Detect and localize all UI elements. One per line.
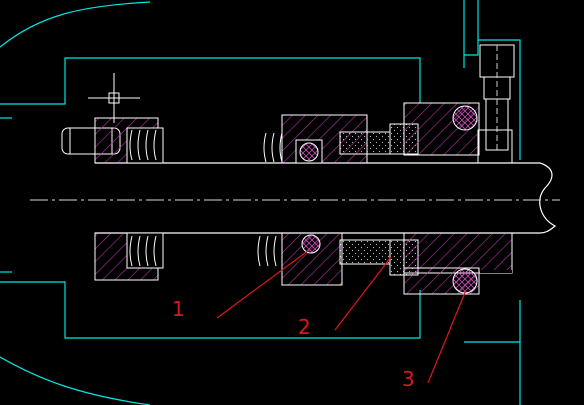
o-ring-shaft-bottom — [301, 234, 321, 254]
spring-retainer-bottom — [94, 232, 164, 281]
leader-2 — [334, 256, 392, 331]
shaft — [95, 162, 557, 234]
housing-outline — [0, 0, 521, 405]
callout-3: 3 — [402, 367, 415, 391]
o-rings — [299, 105, 478, 294]
o-ring-shaft-top — [299, 142, 319, 162]
fastener-bolt — [479, 44, 515, 151]
o-ring-gland-top — [452, 105, 478, 131]
seal-ring-bottom — [281, 232, 513, 295]
leader-3 — [427, 289, 467, 384]
gland-plate-top — [477, 129, 513, 164]
leader-1 — [216, 249, 310, 319]
spring-retainer-top — [94, 117, 164, 164]
seal-ring-top — [281, 102, 480, 164]
o-ring-gland-bottom — [452, 268, 478, 294]
crosshair-cursor-icon — [88, 73, 140, 123]
callout-1: 1 — [172, 297, 185, 321]
callout-2: 2 — [298, 315, 311, 339]
leader-lines — [216, 249, 467, 384]
springs-middle — [257, 132, 283, 267]
